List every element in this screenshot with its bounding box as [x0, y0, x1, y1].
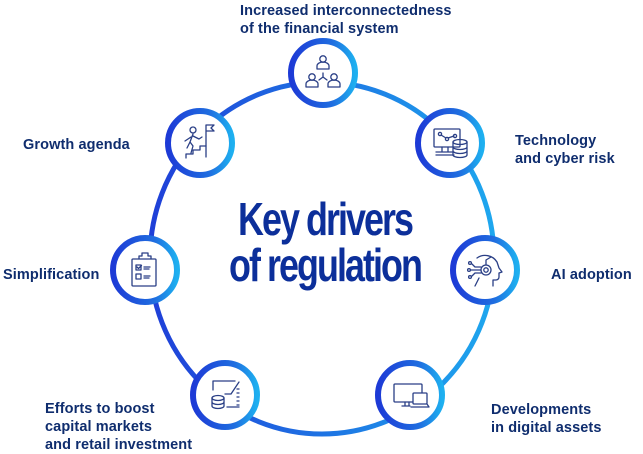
- label-simplification: Simplification: [3, 266, 99, 284]
- label-line: of the financial system: [240, 21, 399, 37]
- label-line: and retail investment: [45, 437, 193, 453]
- label-line: AI adoption: [551, 267, 632, 283]
- label-growth-agenda: Growth agenda: [23, 136, 130, 154]
- label-line: Technology: [515, 133, 597, 149]
- title-line-2: of regulation: [229, 239, 423, 291]
- label-digital-assets: Developments in digital assets: [491, 401, 602, 437]
- devices-icon: [393, 383, 430, 408]
- node-circle-ai: [450, 235, 520, 305]
- ai-head-icon: [466, 254, 503, 287]
- coins-chart-icon: [211, 380, 240, 410]
- label-line: in digital assets: [491, 420, 602, 436]
- label-technology: Technology and cyber risk: [515, 132, 615, 168]
- label-line: Developments: [491, 402, 592, 418]
- title-line-1: Key drivers: [237, 193, 414, 245]
- label-capital-markets: Efforts to boost capital markets and ret…: [45, 400, 192, 454]
- climber-flag-icon: [184, 124, 215, 159]
- label-interconnectedness: Increased interconnectedness of the fina…: [240, 2, 452, 38]
- people-network-icon: [305, 55, 341, 88]
- node-circle-growth: [165, 108, 235, 178]
- label-line: Simplification: [3, 267, 100, 283]
- label-line: Increased interconnectedness: [240, 3, 452, 19]
- diagram-title: Key drivers of regulation: [212, 196, 438, 288]
- node-circle-simplification: [110, 235, 180, 305]
- computer-database-icon: [433, 128, 468, 159]
- node-circle-technology: [415, 108, 485, 178]
- clipboard-checklist-icon: [131, 252, 157, 287]
- node-circle-digital-assets: [375, 360, 445, 430]
- node-circle-capital-markets: [190, 360, 260, 430]
- label-line: and cyber risk: [515, 151, 615, 167]
- label-line: capital markets: [45, 419, 153, 435]
- node-circles: [110, 38, 520, 430]
- label-line: Efforts to boost: [45, 401, 155, 417]
- label-ai-adoption: AI adoption: [551, 266, 632, 284]
- label-line: Growth agenda: [23, 137, 130, 153]
